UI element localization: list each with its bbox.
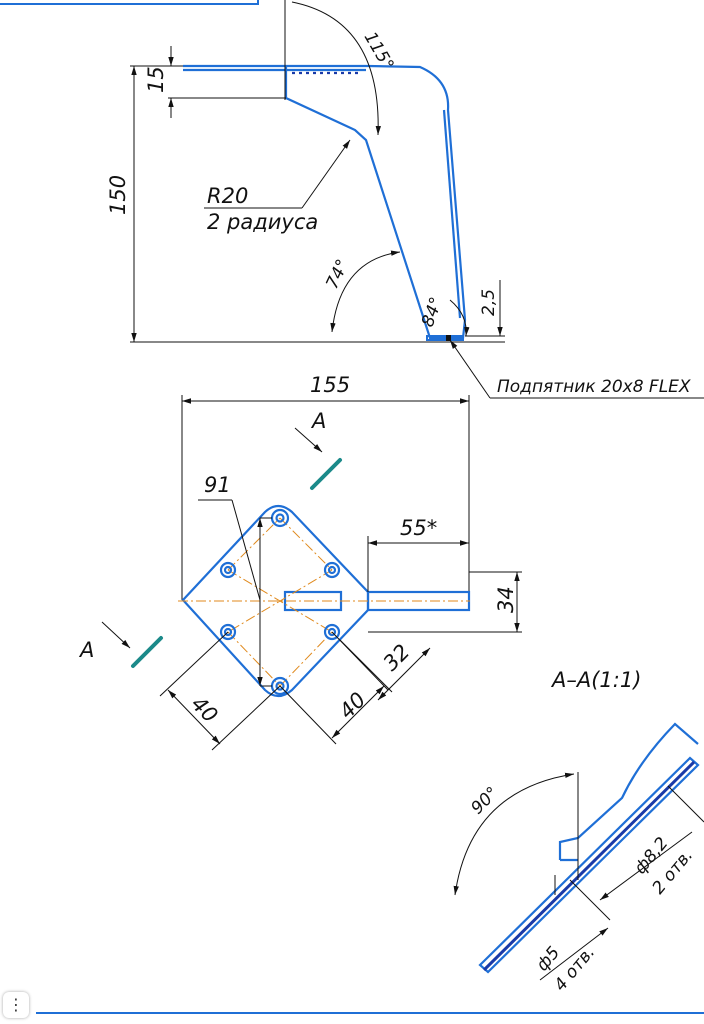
section-letter-left: A: [78, 638, 94, 662]
dim-32: 32: [379, 640, 415, 676]
hole-small-4-inner: [327, 627, 337, 637]
section-arrow-left: [101, 621, 131, 649]
leader-r20: [301, 139, 351, 209]
section-cut-left: [131, 636, 163, 668]
ext-line-40-left-b: [211, 685, 281, 751]
hole-large-top-inner: [275, 513, 285, 523]
section-arrow-top: [294, 427, 323, 453]
leader-91: [231, 499, 261, 601]
dim-55: 55*: [400, 516, 437, 540]
ext-line-40-right-a: [279, 685, 337, 745]
sheet-frame-bottom: [36, 1012, 704, 1014]
angle-74: 74°: [322, 256, 353, 292]
arc-74: [330, 250, 401, 333]
ext-line-d8-a: [667, 785, 704, 823]
ext-line-40-right-b: [331, 631, 389, 691]
hole-small-count: 4 отв.: [551, 943, 600, 996]
axis-diag-1: [227, 517, 281, 571]
footpad-marker: [446, 335, 451, 341]
hole-large-bottom-inner: [275, 681, 285, 691]
bracket-inner-edge: [442, 109, 462, 319]
section-plate-hatch: [482, 760, 696, 972]
hole-small-3-inner: [223, 627, 233, 637]
section-arm: [558, 722, 699, 860]
hole-small-2: [323, 561, 341, 579]
angle-84: 84°: [418, 295, 447, 330]
leader-footpad: [449, 339, 491, 399]
dim-34: 34: [494, 586, 518, 613]
radius-count: 2 радиуса: [207, 210, 318, 234]
dim-150: 150: [106, 175, 130, 215]
hole-small-1-inner: [223, 565, 233, 575]
dim-15: 15: [144, 66, 168, 93]
axis-cross-2: [227, 569, 333, 633]
holes: [219, 508, 341, 696]
section-title: A–A(1:1): [550, 668, 641, 692]
dim-line-32: [377, 647, 431, 701]
side-view: 150 15 115° R20 2 радиуса 74° 84° 2,5 По…: [106, 0, 704, 399]
dim-91: 91: [204, 473, 231, 497]
footpad-label: Подпятник 20x8 FLEX: [497, 377, 691, 397]
menu-button[interactable]: ⋮: [3, 992, 29, 1018]
section-letter-top: A: [310, 409, 326, 433]
plan-view: 155 A A: [78, 373, 522, 751]
section-view: A–A(1:1) 90° ф8,2 2 отв. ф5 4 отв.: [453, 668, 704, 996]
dim-155: 155: [310, 373, 350, 397]
hole-small-1: [219, 561, 237, 579]
radius-label: R20: [207, 184, 248, 208]
section-cut-top: [310, 458, 342, 490]
dim-line-40-left: [167, 689, 221, 745]
footpad: [426, 335, 464, 341]
arc-84: [449, 299, 470, 337]
dim-40-left: 40: [186, 692, 222, 728]
sheet-frame-top: [0, 0, 259, 5]
ext-line-d5: [569, 879, 611, 921]
arc-90: [453, 772, 575, 896]
arc-115: [291, 1, 382, 136]
hole-small-3: [219, 623, 237, 641]
dim-line-d8: [599, 831, 693, 901]
ext-line-40-left-a: [159, 631, 229, 697]
dim-line-d5: [539, 927, 609, 981]
angle-115: 115°: [360, 29, 398, 74]
dim-2-5: 2,5: [479, 289, 499, 316]
dim-line-40-right: [331, 685, 385, 739]
hole-small-4: [323, 623, 341, 641]
axis-diag-4: [279, 631, 333, 687]
axis-diag-3: [227, 631, 281, 687]
bracket-outline: [183, 64, 467, 340]
axis-diag-2: [279, 517, 333, 571]
dim-40-right: 40: [335, 688, 371, 724]
hole-small-2-inner: [327, 565, 337, 575]
angle-90: 90°: [467, 783, 502, 818]
